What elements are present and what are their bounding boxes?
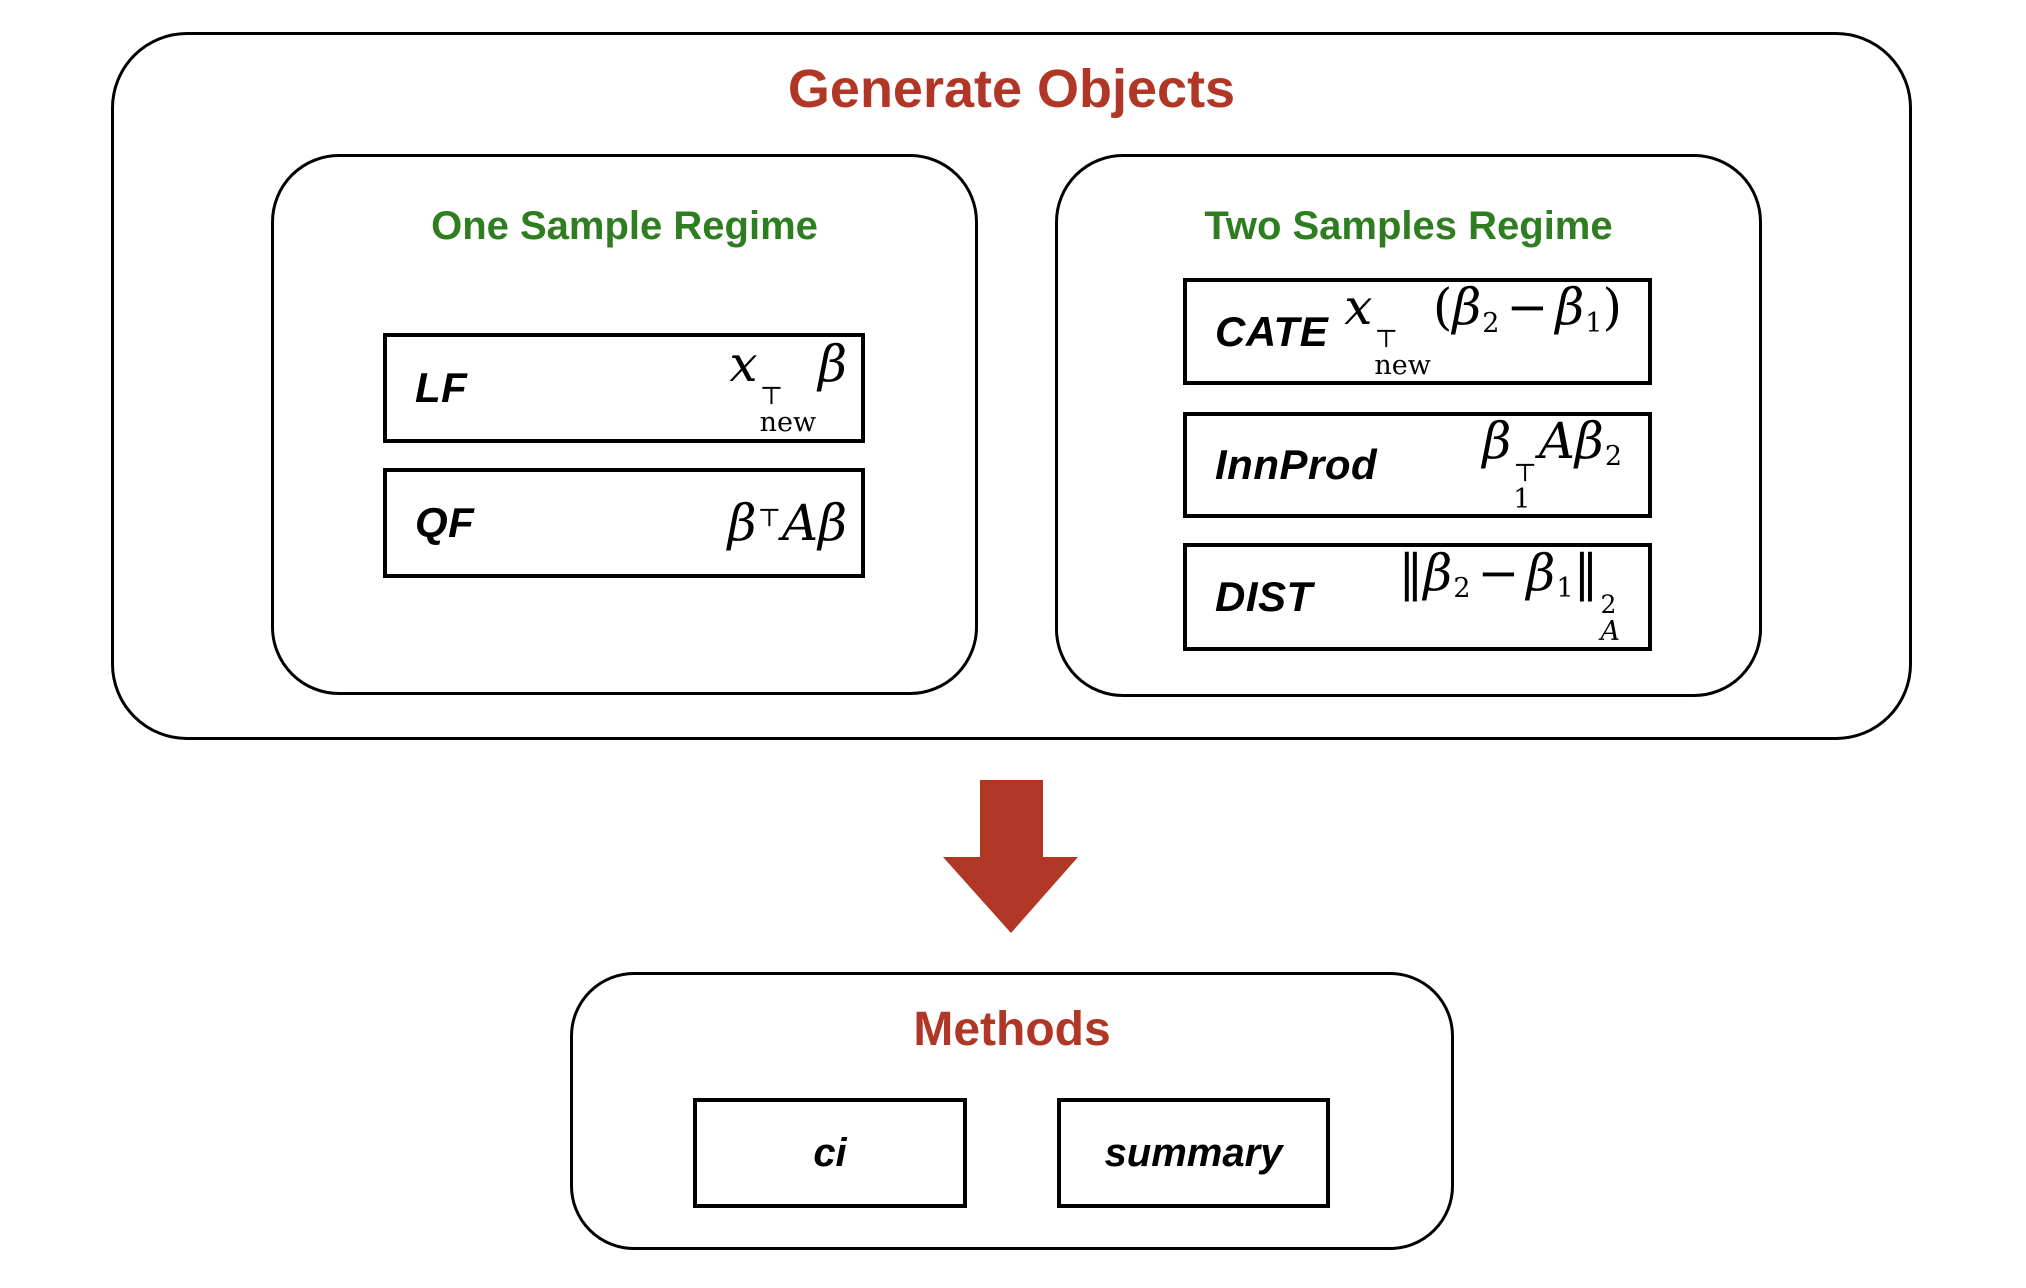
transpose-symbol: ⊤ [759,380,784,410]
one-sample-regime-title: One Sample Regime [431,204,818,248]
math-var-beta1: β [1482,411,1512,470]
qf-label: QF [415,499,475,546]
minus-sign: − [1506,278,1549,337]
supsub-group: ⊤new [759,380,817,438]
cate-formula: x⊤new(β2−β1) [1344,282,1648,381]
innprod-label: InnProd [1215,441,1378,488]
superscript-2: 2 [1600,589,1617,619]
math-var-beta2: β [1423,543,1453,602]
methods-title: Methods [913,1003,1111,1056]
transpose-symbol: ⊤ [1513,457,1537,487]
summary-box: summary [1057,1098,1330,1208]
math-var-beta1: β [1526,543,1556,602]
subscript-new: new [1374,350,1431,382]
open-paren: ( [1432,278,1453,337]
summary-label: summary [1104,1130,1283,1175]
subscript-2: 2 [1604,441,1622,473]
math-var-beta: β [818,334,847,393]
supsub-group: ⊤new [1374,324,1431,382]
subscript-2: 2 [1482,307,1500,339]
cate-box: CATE x⊤new(β2−β1) [1183,278,1652,385]
subscript-new: new [759,406,817,438]
qf-box: QF β⊤Aβ [383,468,865,578]
math-var-beta2: β [1574,411,1604,470]
math-var-A: A [1538,411,1575,470]
generate-objects-title: Generate Objects [787,59,1236,119]
math-var-beta: β [818,494,847,552]
subscript-2: 2 [1453,573,1471,605]
math-var-beta1: β [1555,278,1585,337]
ci-box: ci [693,1098,967,1208]
subscript-1: 1 [1556,573,1574,605]
down-arrow-icon [943,780,1078,933]
lf-label: LF [415,364,468,411]
dist-label: DIST [1215,573,1313,620]
cate-label: CATE [1215,307,1329,355]
two-samples-regime-title: Two Samples Regime [1204,204,1613,248]
qf-formula: β⊤Aβ [728,498,861,548]
norm-open: ‖ [1398,543,1424,602]
math-var-x: x [1344,278,1373,337]
transpose-symbol: ⊤ [757,503,781,533]
minus-sign: − [1477,543,1520,602]
norm-close: ‖ [1573,543,1599,602]
math-var-A: A [781,494,819,552]
subscript-1: 1 [1585,307,1603,339]
supsub-group: ⊤1 [1513,457,1537,515]
close-paren: ) [1602,278,1622,337]
subscript-A: A [1600,615,1621,647]
math-var-beta2: β [1452,278,1482,337]
ci-label: ci [813,1130,847,1175]
math-var-beta: β [727,494,757,552]
transpose-symbol: ⊤ [1374,324,1398,354]
math-var-x: x [729,334,758,393]
subscript-1: 1 [1513,483,1531,515]
